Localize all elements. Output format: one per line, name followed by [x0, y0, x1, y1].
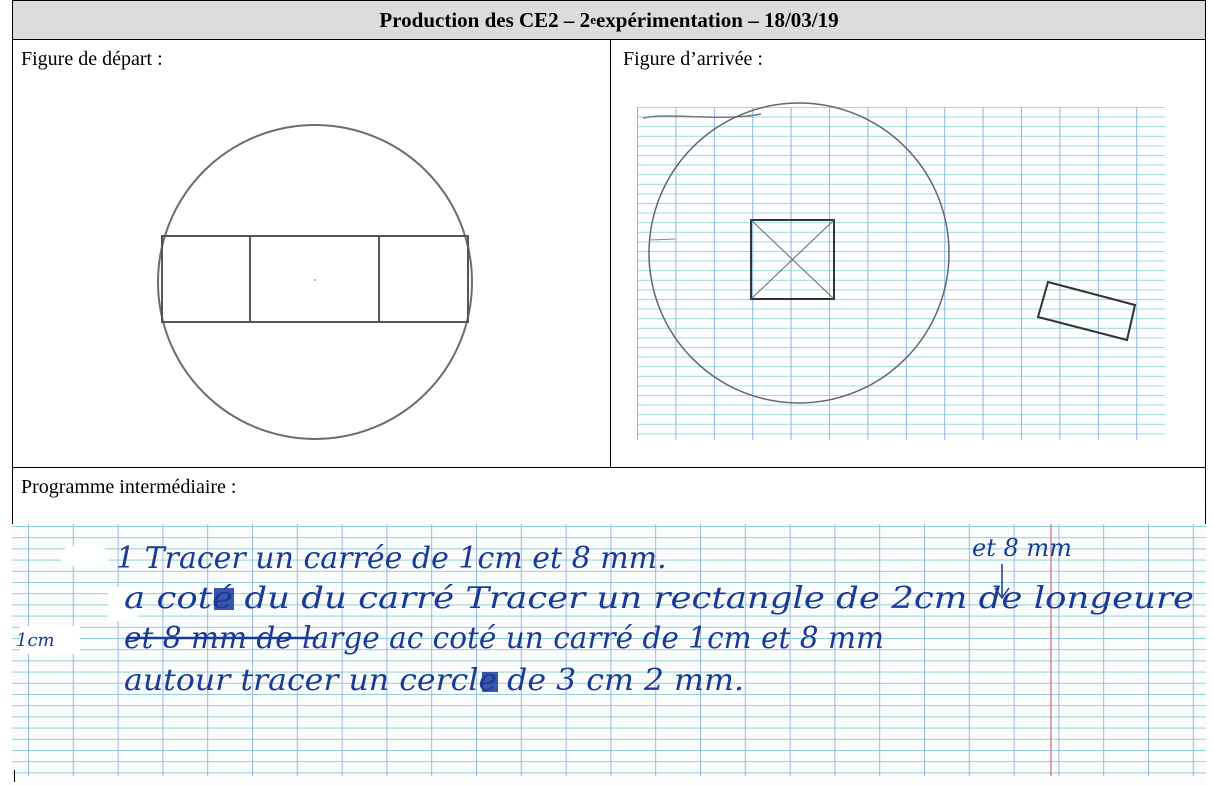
starting-figure-label: Figure de départ : [21, 48, 163, 70]
insertion-arrow [994, 564, 1010, 600]
program-line-4: autour tracer un cercle de 3 cm 2 mm. [124, 663, 744, 698]
arrival-figure-label: Figure d’arrivée : [623, 48, 763, 70]
header-title-pre: Production des CE2 – 2 [379, 7, 591, 32]
starting-figure-cell: Figure de départ : [12, 39, 611, 468]
bottom-left-tick [14, 770, 15, 782]
starting-circle [157, 124, 473, 440]
program-line-1: 1 Tracer un carrée de 1cm et 8 mm. [116, 541, 667, 576]
arrival-circle [648, 102, 950, 404]
arrival-square-diagonal-2 [750, 219, 835, 300]
arrival-rectangle [1036, 280, 1137, 342]
annotation-top: et 8 mm [972, 534, 1072, 562]
starting-rectangle [161, 235, 469, 323]
program-line-2: a coté du du carré Tracer un rectangle d… [124, 581, 1194, 616]
arrival-square [750, 219, 835, 300]
program-label: Programme intermédiaire : [21, 476, 237, 498]
arrival-figure-cell: Figure d’arrivée : [610, 39, 1206, 468]
starting-figure-drawing [157, 124, 473, 440]
header-title-sup: e [590, 12, 596, 27]
arrival-figure-drawing [637, 102, 1165, 440]
header-title-post: expérimentation – 18/03/19 [595, 7, 839, 32]
margin-note: 1cm [16, 630, 55, 651]
handwritten-program-scan: et 8 mm 1cm 1 Tracer un carrée de 1cm et… [12, 524, 1206, 785]
starting-center-dot [314, 279, 316, 281]
program-cell: Programme intermédiaire : [12, 467, 1206, 531]
